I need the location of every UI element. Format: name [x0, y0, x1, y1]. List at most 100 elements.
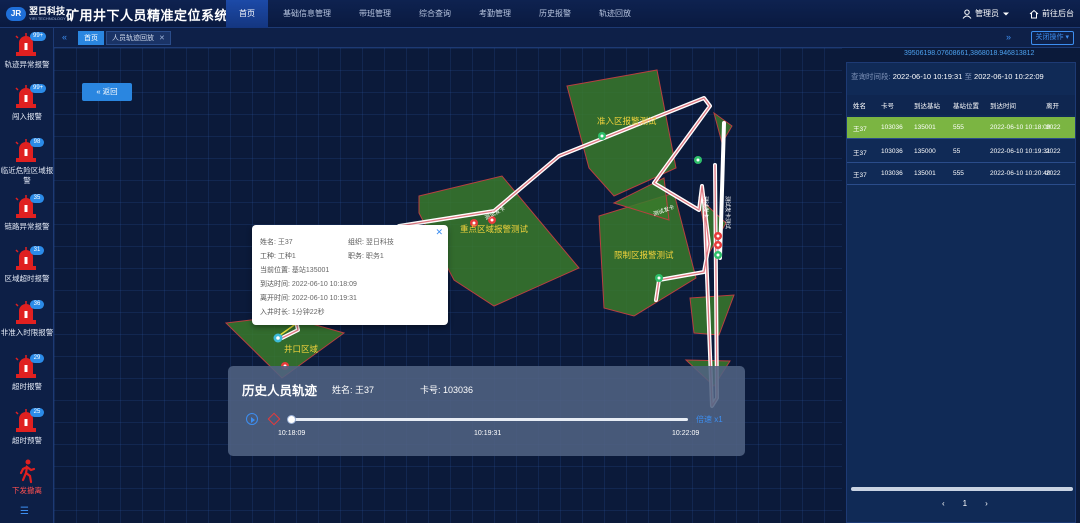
station-marker[interactable]: [273, 333, 283, 343]
speed-control[interactable]: 倍速 x1: [696, 415, 723, 424]
alarm-label: 闯入报警: [12, 112, 42, 121]
station-marker[interactable]: [470, 219, 478, 227]
next-page-icon[interactable]: ›: [985, 499, 988, 508]
station-marker[interactable]: [714, 251, 722, 259]
alarm-count-badge: 31: [30, 246, 44, 255]
alarm-sidebar: 99+ 轨迹异常报警 99+ 闯入报警 98 临近危险区域报警 35 链路异常报…: [0, 28, 54, 523]
user-menu[interactable]: 管理员: [962, 8, 1010, 19]
zone-label: 限制区报警测试: [614, 250, 674, 260]
tab-home[interactable]: 首页: [78, 31, 104, 45]
top-header: JR 翌日科技 YIRI TECHNOLOGY 矿用井下人员精准定位系统 首页 …: [0, 0, 1080, 28]
zone-small-3[interactable]: [689, 294, 735, 336]
col-name[interactable]: 姓名: [853, 103, 866, 110]
playback-panel: 历史人员轨迹 姓名: 王37 卡号: 103036 倍速 x1 10:18:09…: [228, 366, 745, 456]
station-marker[interactable]: [694, 156, 702, 164]
station-marker[interactable]: [655, 274, 663, 282]
user-icon: [962, 9, 972, 19]
alarm-count-badge: 98: [30, 138, 44, 147]
nav-attendance[interactable]: 考勤管理: [479, 9, 511, 18]
close-icon[interactable]: ✕: [435, 227, 443, 237]
close-icon[interactable]: ✕: [159, 35, 165, 42]
table-row[interactable]: 王37 103036 135000 55 2022-06-10 10:19:31…: [847, 141, 1075, 163]
zone-label: 准入区报警测试: [597, 116, 657, 126]
popup-org-row: 组织: 翌日科技: [348, 239, 394, 246]
nav-basic-info[interactable]: 基础信息管理: [283, 9, 331, 18]
logo-name: 翌日科技: [29, 6, 66, 16]
range-start: 2022-06-10 10:19:31: [892, 72, 963, 81]
zone-key-area[interactable]: [418, 175, 580, 307]
chevron-down-icon: [1003, 12, 1009, 15]
tab-track-playback[interactable]: 人员轨迹回放✕: [106, 31, 171, 45]
popup-arrive-row: 到达时间: 2022-06-10 10:18:09: [260, 281, 357, 288]
alarm-label: 超时报警: [12, 382, 42, 391]
table-header: 姓名 卡号 到达基站 基站位置 到达时间 离开: [847, 95, 1075, 115]
col-arrive-time[interactable]: 到达时间: [990, 103, 1016, 110]
slider-handle[interactable]: [287, 415, 296, 424]
col-station-position[interactable]: 基站位置: [953, 103, 979, 110]
table-row[interactable]: 王37 103036 135001 555 2022-06-10 10:20:4…: [847, 163, 1075, 185]
alarm-link-abnormal[interactable]: 35 链路异常报警: [0, 192, 54, 244]
back-button[interactable]: « 返回: [82, 83, 132, 101]
station-marker[interactable]: [598, 132, 606, 140]
running-person-icon: [19, 459, 36, 484]
prev-page-icon[interactable]: ‹: [942, 499, 945, 508]
zone-label: 重点区域报警测试: [460, 224, 529, 234]
alarm-label: 临近危险区域报警: [0, 166, 54, 185]
horizontal-scrollbar[interactable]: [851, 487, 1073, 491]
track-map[interactable]: 准入区报警测试 重点区域报警测试 限制区报警测试 井口区域 测试发卡 测试发卡 …: [54, 48, 842, 523]
range-end: 2022-06-10 10:22:09: [974, 72, 1044, 81]
query-time-range: 查询时间段: 2022-06-10 10:19:31 至 2022-06-10 …: [851, 72, 1044, 81]
go-backend-link[interactable]: 前往后台: [1029, 8, 1074, 19]
time-tick-start: 10:18:09: [278, 430, 306, 437]
siren-icon: [15, 247, 37, 270]
zone-small-1[interactable]: [612, 177, 670, 221]
col-card[interactable]: 卡号: [881, 103, 894, 110]
alarm-near-danger[interactable]: 98 临近危险区域报警: [0, 136, 54, 188]
station-marker[interactable]: [714, 241, 722, 249]
system-title: 矿用井下人员精准定位系统: [66, 8, 229, 23]
nav-track-playback[interactable]: 轨迹回放: [599, 9, 631, 18]
close-operations-dropdown[interactable]: 关闭操作 ▾: [1030, 31, 1074, 45]
col-station[interactable]: 到达基站: [914, 103, 940, 110]
nav-alarm-history[interactable]: 历史报警: [539, 9, 571, 18]
alarm-count-badge: 29: [30, 354, 44, 363]
alarm-non-access-time[interactable]: 36 非准入时限报警: [0, 298, 54, 350]
current-page[interactable]: 1: [962, 499, 968, 508]
company-logo: JR 翌日科技 YIRI TECHNOLOGY: [6, 6, 66, 22]
tab-scroll-left-icon[interactable]: «: [62, 32, 68, 42]
sos-evacuate-button[interactable]: 下发撤离: [0, 456, 54, 508]
alarm-label: 链路异常报警: [4, 222, 50, 231]
station-marker[interactable]: [714, 232, 722, 240]
alarm-timeout[interactable]: 29 超时报警: [0, 352, 54, 404]
alarm-timeout-warning[interactable]: 25 超时预警: [0, 406, 54, 458]
map-canvas: 准入区报警测试 重点区域报警测试 限制区报警测试 井口区域 测试发卡 测试发卡 …: [224, 69, 735, 408]
station-marker[interactable]: [488, 216, 496, 224]
sos-label: 下发撤离: [12, 486, 42, 495]
play-button[interactable]: [246, 413, 258, 425]
alarm-count-badge: 36: [30, 300, 44, 309]
tab-scroll-right-icon[interactable]: »: [1006, 32, 1012, 42]
pagination: ‹ 1 ›: [933, 499, 997, 508]
alarm-area-timeout[interactable]: 31 区域超时报警: [0, 244, 54, 296]
alarm-label: 超时预警: [12, 436, 42, 445]
alarm-intrusion[interactable]: 99+ 闯入报警: [0, 82, 54, 134]
col-leave[interactable]: 离开: [1046, 103, 1059, 110]
popup-position-row: 当前位置: 基站135001: [260, 267, 330, 274]
alarm-label: 区域超时报警: [4, 274, 50, 283]
zone-label: 井口区域: [284, 344, 319, 354]
nav-query[interactable]: 综合查询: [419, 9, 451, 18]
route-label: 测试发卡测试: [724, 196, 732, 230]
person-info-popup: ✕ 姓名: 王37 组织: 翌日科技 工种: 工种1 职务: 职务1 当前位置:…: [252, 225, 448, 325]
collapse-icon[interactable]: ☰: [20, 506, 29, 517]
coordinates-readout: 39506198.07608661,3868018.946813812: [904, 50, 1035, 57]
nav-home[interactable]: 首页: [226, 0, 268, 28]
nav-shift[interactable]: 带班管理: [359, 9, 391, 18]
path-label: 测试发卡: [702, 196, 710, 219]
alarm-track-abnormal[interactable]: 99+ 轨迹异常报警: [0, 30, 54, 82]
time-tick-mid: 10:19:31: [474, 430, 502, 437]
stop-icon[interactable]: [267, 412, 281, 426]
alarm-label: 非准入时限报警: [0, 328, 54, 337]
playback-slider[interactable]: [287, 415, 688, 424]
table-row[interactable]: 王37 103036 135001 555 2022-06-10 10:18:0…: [847, 117, 1075, 139]
popup-leave-row: 离开时间: 2022-06-10 10:19:31: [260, 295, 357, 302]
